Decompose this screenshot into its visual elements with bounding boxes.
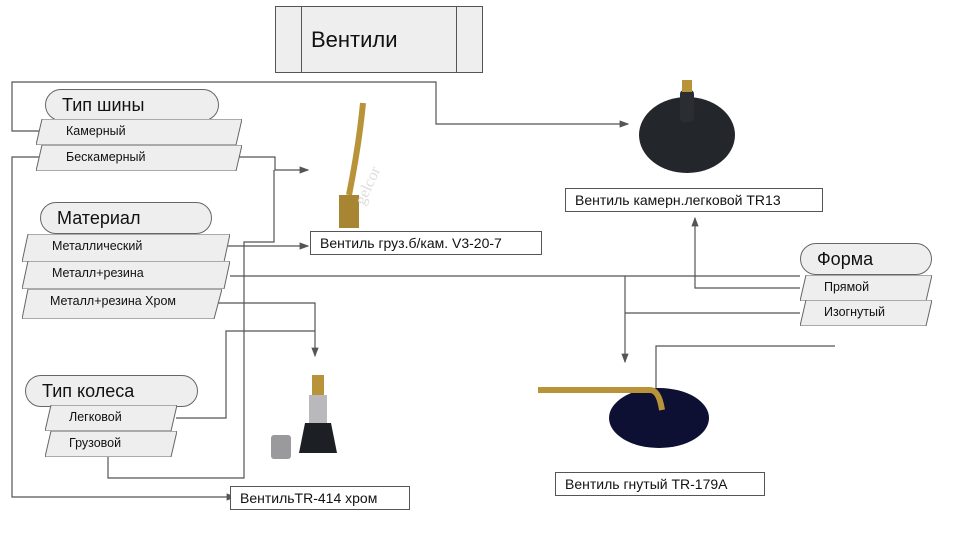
product-tr179[interactable]: Вентиль гнутый TR-179A (555, 472, 765, 496)
option-gruzovoy[interactable]: Грузовой (45, 431, 177, 457)
line-beskamerny-tr414 (11, 156, 237, 501)
option-legkovoy[interactable]: Легковой (45, 405, 177, 431)
option-kamerny[interactable]: Камерный (36, 119, 242, 145)
tr13-valve-image (639, 80, 735, 173)
title-box: Вентили (275, 6, 483, 73)
product-v3[interactable]: Вентиль груз.б/кам. V3-20-7 (310, 231, 542, 255)
option-pryamoy[interactable]: Прямой (800, 275, 932, 301)
line-beskamerny-v3 (238, 156, 310, 174)
group-wheel-type: Тип колеса (25, 375, 198, 407)
title-divider-left (301, 7, 302, 72)
option-metal-rubber[interactable]: Металл+резина (22, 261, 230, 289)
title-divider-right (456, 7, 457, 72)
watermark-text: gelcor (352, 163, 385, 207)
option-izognuty[interactable]: Изогнутый (800, 300, 932, 326)
option-metal[interactable]: Металлический (22, 234, 230, 262)
group-tire-type: Тип шины (45, 89, 219, 121)
option-beskamerny[interactable]: Бескамерный (36, 145, 242, 171)
group-material: Материал (40, 202, 212, 234)
line-chrome-tr414 (215, 302, 319, 358)
option-metal-rubber-chrome[interactable]: Металл+резина Хром (22, 289, 222, 319)
tr179-valve-image (538, 387, 709, 448)
line-kamerny-tr13 (11, 81, 630, 132)
v3-valve-image: gelcor (339, 102, 385, 228)
product-tr414[interactable]: ВентильTR-414 хром (230, 486, 410, 510)
page-title: Вентили (311, 27, 398, 52)
tr414-valve-image (271, 375, 337, 459)
product-tr13[interactable]: Вентиль камерн.легковой TR13 (565, 188, 823, 212)
group-shape: Форма (800, 243, 932, 275)
